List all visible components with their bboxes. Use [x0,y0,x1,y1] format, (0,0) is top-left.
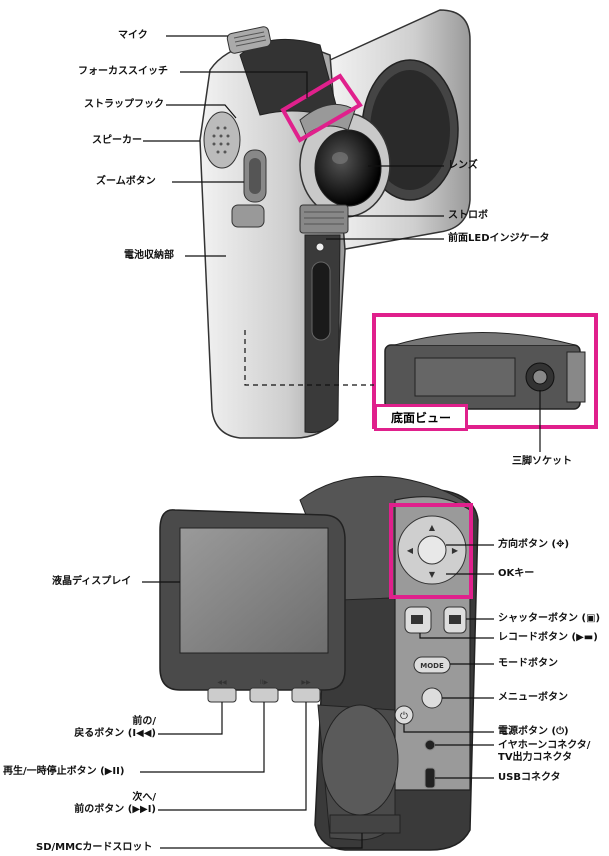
camera-front-illustration [199,9,471,439]
camera-icon: ▣ [586,613,596,624]
video-camera-icon: ▶▬ [576,632,594,643]
label-zoom-button: ズームボタン [96,176,156,187]
label-play-pause-button: 再生/一時停止ボタン (▶II) [3,766,125,777]
mode-key-text: MODE [420,662,444,670]
direction-pad-icon: ✥ [556,539,565,550]
label-focus-switch: フォーカススイッチ [78,66,168,77]
label-mode-button: モードボタン [498,658,558,669]
svg-text:▼: ▼ [429,570,436,579]
label-bottom-view: 底面ビュー [374,404,468,431]
svg-text:II▶: II▶ [260,679,269,686]
label-front-led: 前面LEDインジケータ [448,233,550,244]
label-power-button: 電源ボタン (⏻) [498,726,569,737]
skip-forward-icon: ▶▶I [132,804,152,815]
label-sd-slot: SD/MMCカードスロット [36,842,153,853]
label-strobe: ストロボ [448,210,488,221]
label-menu-button: メニューボタン [498,692,568,703]
svg-text:▲: ▲ [429,523,436,532]
label-next-button: 次へ/ 前のボタン (▶▶I) [74,792,156,815]
direction-pad-highlight [389,503,473,599]
svg-text:⏻: ⏻ [400,711,408,722]
label-prev-button: 前の/ 戻るボタン (I◀◀) [74,716,156,739]
svg-text:▶▶: ▶▶ [301,679,311,686]
power-icon: ⏻ [556,726,564,737]
label-direction-button: 方向ボタン (✥) [498,539,570,550]
label-ok-key: OKキー [498,568,535,579]
label-mic: マイク [118,30,148,41]
camera-back-illustration: ▲ ▼ ◀ ▶ MODE ⏻ ◀◀ II▶ ▶▶ [159,475,479,851]
label-battery-compartment: 電池収納部 [124,250,174,261]
leader-lines [140,35,541,849]
focus-switch-highlight [280,73,363,143]
label-earphone-connector: イヤホーンコネクタ/ TV出力コネクタ [498,740,591,763]
label-strap-hook: ストラップフック [84,99,164,110]
label-shutter-button: シャッターボタン (▣) [498,613,601,624]
label-lcd-display: 液晶ディスプレイ [52,576,132,587]
label-tripod-socket: 三脚ソケット [512,456,572,467]
label-lens: レンズ [448,160,478,171]
bottom-view-illustration [372,313,598,429]
svg-text:▶: ▶ [452,546,459,555]
label-speaker: スピーカー [92,135,142,146]
svg-text:◀: ◀ [407,546,414,555]
label-record-button: レコードボタン (▶▬) [498,632,598,643]
label-usb-connector: USBコネクタ [498,772,561,783]
svg-text:◀◀: ◀◀ [217,679,227,686]
skip-back-icon: I◀◀ [132,728,152,739]
play-pause-icon: ▶II [104,766,120,777]
